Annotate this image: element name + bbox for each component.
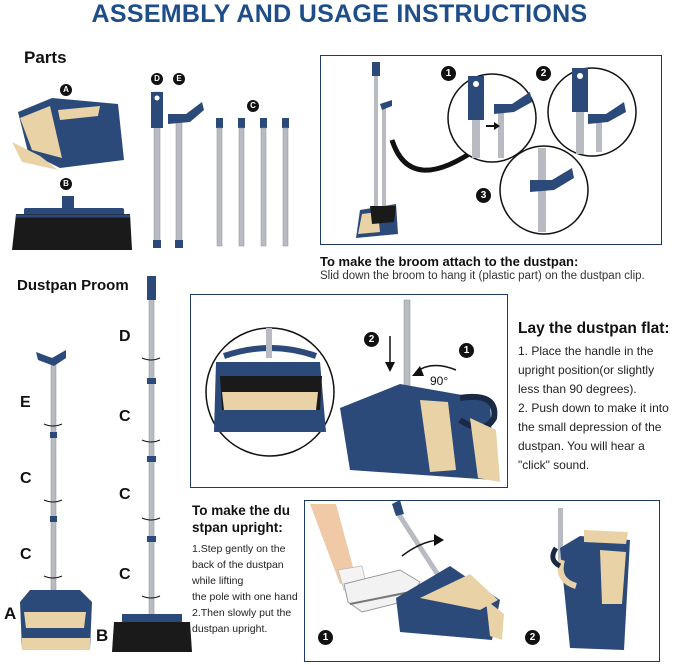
pole-d-image [151, 91, 163, 248]
pole-e-image [168, 102, 204, 248]
part-c-badge: C [247, 100, 259, 112]
bottom-label-b: B [96, 626, 109, 645]
upright-line-2: back of the dustpan [192, 559, 284, 571]
left-pole-label-e: E [20, 394, 31, 411]
upright-step-1-badge: 1 [318, 630, 333, 645]
attach-step-1-badge: 1 [441, 66, 456, 81]
lay-flat-step-2-text: 2. Push down to make it into the small d… [518, 401, 669, 472]
upright-heading: To make the du stpan upright: [192, 502, 290, 536]
upright-instructions: 1.Step gently on the back of the dustpan… [192, 541, 298, 637]
attach-step-3-badge: 3 [476, 188, 491, 203]
upright-heading-line-2: stpan upright: [192, 520, 283, 535]
right-pole-label-c1: C [119, 408, 131, 425]
attach-heading: To make the broom attach to the dustpan: [320, 254, 579, 269]
upright-line-4: the pole with one hand [192, 591, 298, 603]
upright-line-3: while lifting [192, 575, 244, 587]
lay-flat-step-1-text: 1. Place the handle in the upright posit… [518, 344, 655, 396]
poles-c-image [216, 118, 289, 247]
dustpan-proom-heading: Dustpan Proom [17, 277, 129, 294]
lay-flat-step-2-badge: 2 [364, 332, 379, 347]
part-a-badge: A [60, 84, 72, 96]
right-pole-label-c3: C [119, 566, 131, 583]
left-pole-label-c1: C [20, 470, 32, 487]
attach-step-2-badge: 2 [536, 66, 551, 81]
part-d-badge: D [151, 73, 163, 85]
left-pole-label-c2: C [20, 546, 32, 563]
dustpan-part-image [12, 98, 124, 170]
upright-heading-line-1: To make the du [192, 503, 291, 518]
upright-step-2-badge: 2 [525, 630, 540, 645]
broom-head-part-image [12, 196, 132, 250]
angle-label: 90° [430, 374, 449, 388]
bottom-label-a: A [4, 604, 17, 623]
part-b-badge: B [60, 178, 72, 190]
attach-text: Slid down the broom to hang it (plastic … [320, 270, 645, 282]
right-pole-label-c2: C [119, 486, 131, 503]
lay-flat-heading: Lay the dustpan flat: [518, 320, 670, 337]
upright-line-1: 1.Step gently on the [192, 543, 286, 555]
lay-flat-step-1-badge: 1 [459, 343, 474, 358]
upright-line-6: dustpan upright. [192, 623, 268, 635]
part-e-badge: E [173, 73, 185, 85]
right-pole-label-d: D [119, 328, 131, 345]
upright-line-5: 2.Then slowly put the [192, 607, 292, 619]
page-title: ASSEMBLY AND USAGE INSTRUCTIONS [91, 0, 588, 28]
parts-heading: Parts [24, 48, 67, 67]
